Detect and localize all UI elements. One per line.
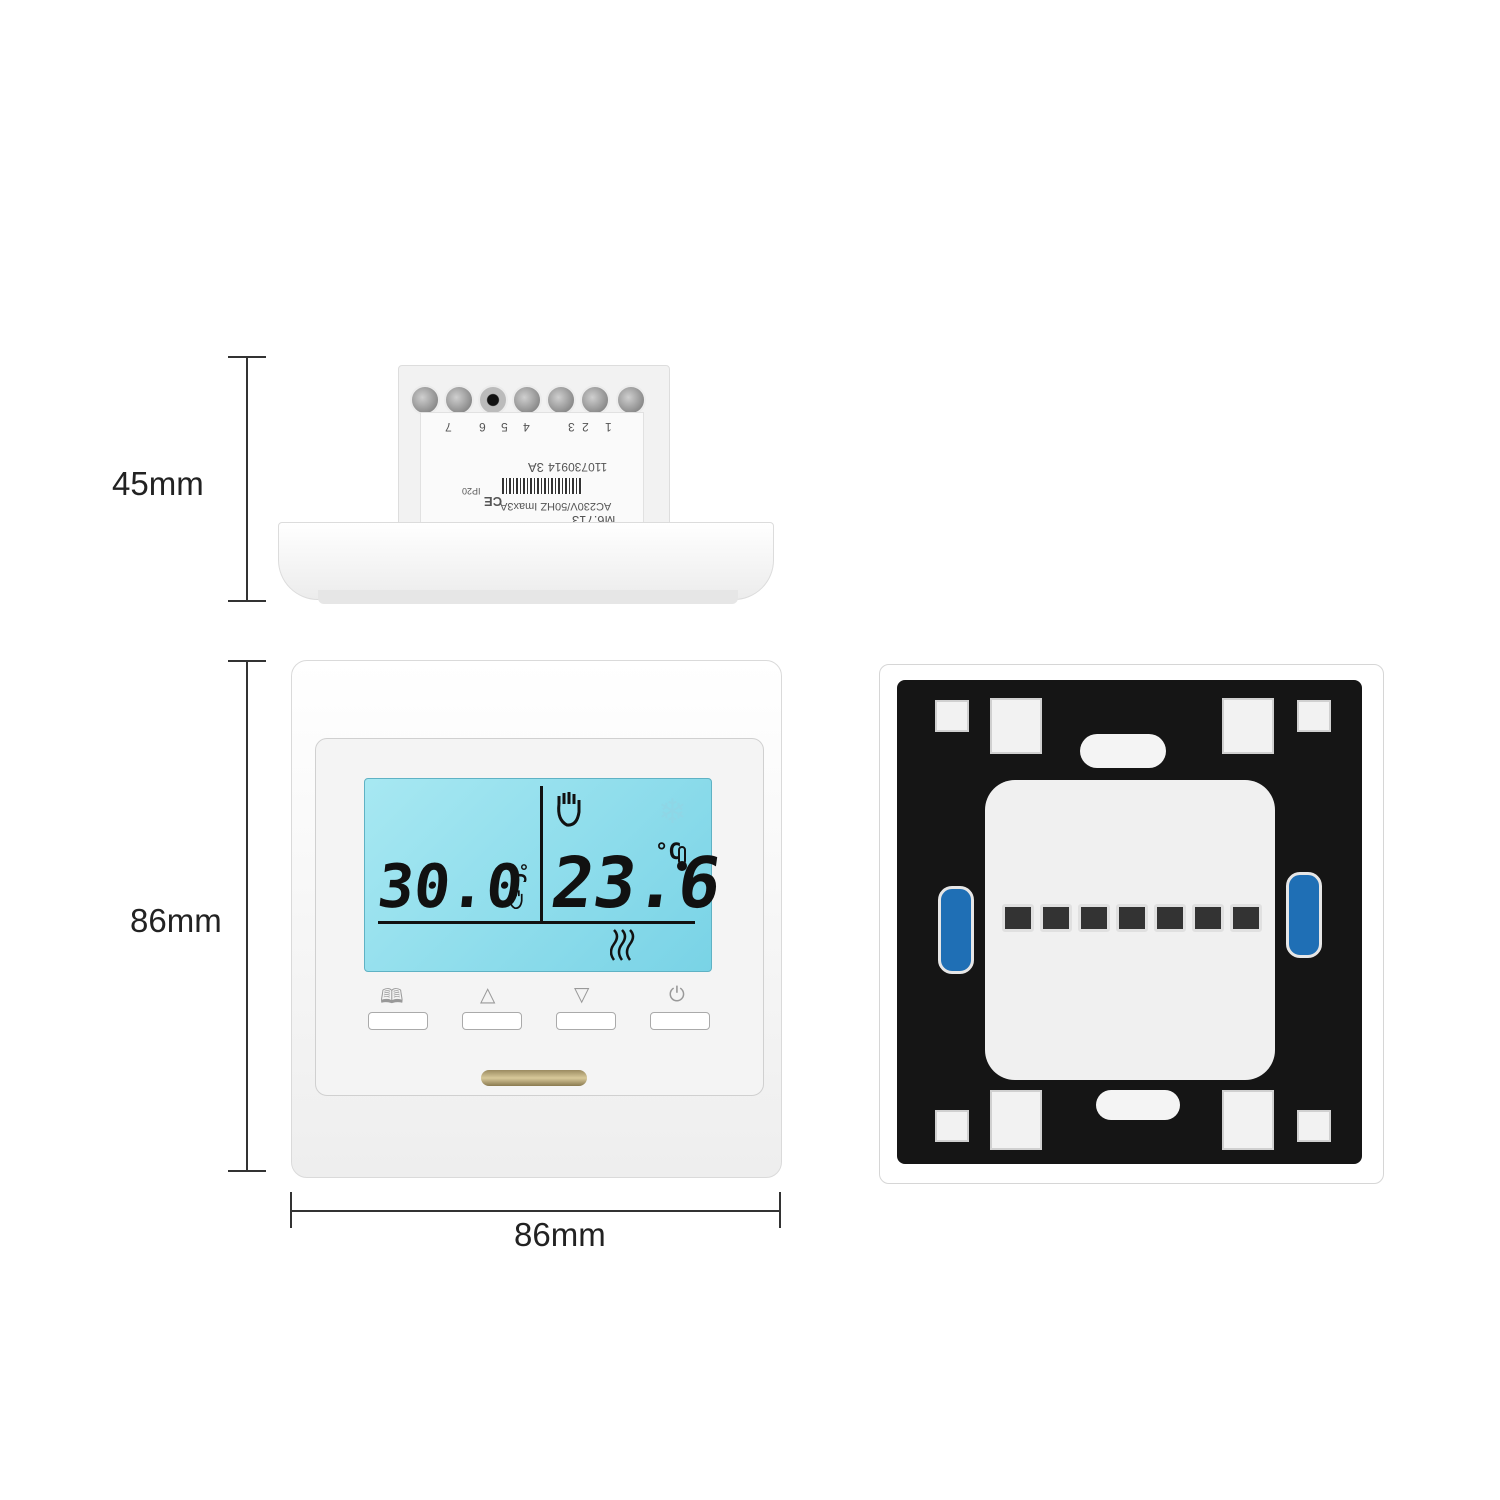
current-rating-text: 3A	[528, 460, 544, 475]
spec-label-plate	[420, 412, 644, 532]
screw-icon	[478, 385, 508, 415]
mounting-clip	[1222, 698, 1274, 754]
blue-screw-slot	[1286, 872, 1322, 958]
serial-number-text: 110730914	[548, 460, 608, 474]
mounting-clip	[1297, 1110, 1331, 1142]
up-arrow-icon: △	[480, 982, 496, 1006]
power-button[interactable]	[650, 1012, 710, 1030]
height-dimension-cap-top	[228, 660, 266, 662]
terminal-number: 4	[523, 420, 530, 434]
terminal-screw	[1078, 904, 1110, 932]
mounting-clip	[1297, 700, 1331, 732]
blue-screw-slot	[938, 886, 974, 974]
terminal-number: 7	[445, 420, 452, 434]
terminal-screw	[1230, 904, 1262, 932]
terminal-number: 5	[501, 420, 508, 434]
lcd-divider-horizontal	[378, 921, 543, 924]
set-temperature-unit: °C	[508, 861, 530, 884]
snowflake-icon: ❄	[658, 792, 687, 832]
terminal-screw	[1002, 904, 1034, 932]
screw-slot-top	[1080, 734, 1166, 768]
cover-foot	[318, 590, 738, 604]
down-arrow-icon: ▽	[574, 982, 590, 1006]
room-temperature-value: 23.6	[546, 842, 727, 924]
height-dimension-label: 86mm	[130, 902, 222, 939]
width-dimension-cap-left	[290, 1192, 292, 1228]
room-temperature-unit: °C	[655, 840, 682, 865]
terminal-screw	[1116, 904, 1148, 932]
manual-hand-icon	[557, 792, 581, 827]
screw-icon	[616, 385, 646, 415]
depth-dimension-cap-top	[228, 356, 266, 358]
lcd-screen	[364, 778, 712, 972]
screw-icon	[512, 385, 542, 415]
barcode	[502, 478, 582, 494]
sensor-grille	[481, 1070, 587, 1086]
height-dimension-cap-bottom	[228, 1170, 266, 1172]
height-dimension-line	[246, 660, 248, 1172]
mounting-clip	[935, 1110, 969, 1142]
screw-icon	[546, 385, 576, 415]
lcd-divider-horizontal	[540, 921, 695, 924]
screw-icon	[444, 385, 474, 415]
set-temperature-value: 30.0	[374, 852, 527, 922]
terminal-number: 2	[582, 420, 589, 434]
book-icon: 🕮	[380, 984, 404, 1008]
width-dimension-cap-right	[779, 1192, 781, 1228]
ce-mark: CE	[484, 494, 503, 509]
mounting-clip	[1222, 1090, 1274, 1150]
terminal-screw	[1192, 904, 1224, 932]
power-icon: ⏻	[669, 982, 685, 1006]
ip-rating-text: IP20	[462, 486, 481, 496]
depth-dimension-cap-bottom	[228, 600, 266, 602]
screw-icon	[580, 385, 610, 415]
terminal-screw	[1040, 904, 1072, 932]
terminal-number: 3	[568, 420, 575, 434]
up-button[interactable]	[462, 1012, 522, 1030]
width-dimension-line	[291, 1210, 781, 1212]
depth-dimension-line	[246, 356, 248, 602]
lcd-divider-vertical	[540, 786, 543, 924]
width-dimension-label: 86mm	[514, 1216, 606, 1253]
menu-button[interactable]	[368, 1012, 428, 1030]
screw-icon	[410, 385, 440, 415]
terminal-number: 6	[479, 420, 486, 434]
mounting-clip	[990, 1090, 1042, 1150]
screw-slot-bottom	[1096, 1090, 1180, 1120]
front-cover-profile	[278, 522, 774, 600]
mounting-clip	[935, 700, 969, 732]
terminal-screw	[1154, 904, 1186, 932]
heating-waves-icon	[610, 929, 635, 961]
thermometer-icon	[677, 846, 687, 871]
down-button[interactable]	[556, 1012, 616, 1030]
depth-dimension-label: 45mm	[112, 465, 204, 502]
mounting-clip	[990, 698, 1042, 754]
manual-hand-icon	[509, 889, 523, 910]
terminal-number: 1	[605, 420, 612, 434]
rating-text: AC230V/50HZ Imax3A	[500, 500, 612, 512]
